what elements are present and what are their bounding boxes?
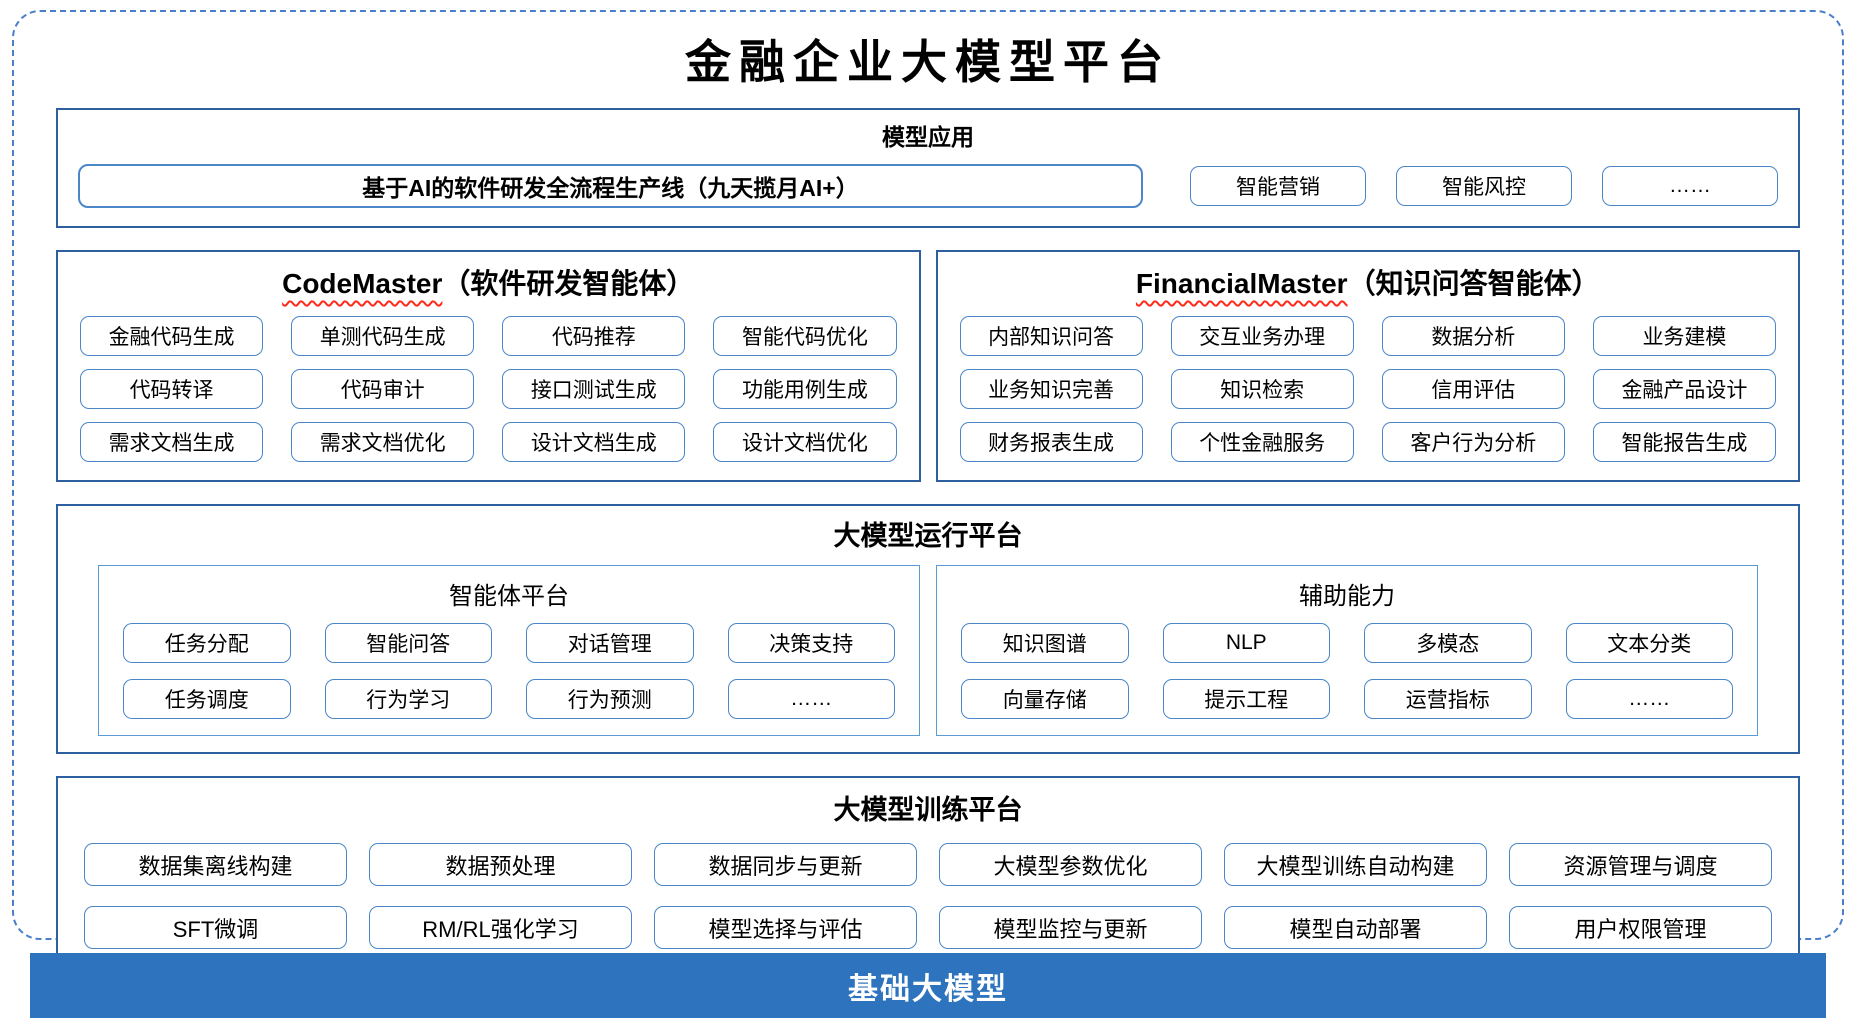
capability-block: 设计文档优化 xyxy=(713,422,897,462)
section-model-applications: 模型应用 基于AI的软件研发全流程生产线（九天揽月AI+） 智能营销智能风控 …… xyxy=(56,108,1800,228)
capability-block: 数据预处理 xyxy=(369,843,632,886)
capability-block: 数据集离线构建 xyxy=(84,843,347,886)
capability-block: 向量存储 xyxy=(961,679,1129,719)
runtime-inner-row: 智能体平台 任务分配智能问答对话管理决策支持任务调度行为学习行为预测 …… 辅助能… xyxy=(78,565,1778,736)
capability-block: 文本分类 xyxy=(1565,623,1733,663)
capability-block: 金融产品设计 xyxy=(1592,369,1776,409)
capability-block: 需求文档优化 xyxy=(291,422,475,462)
model-applications-row: 基于AI的软件研发全流程生产线（九天揽月AI+） 智能营销智能风控 …… xyxy=(78,164,1778,208)
agent-platform-grid: 任务分配智能问答对话管理决策支持任务调度行为学习行为预测 …… xyxy=(115,623,903,719)
agents-row: CodeMaster（软件研发智能体） 金融代码生成单测代码生成代码推荐智能代码… xyxy=(56,250,1800,482)
codemaster-name-en: CodeMaster xyxy=(282,268,443,299)
capability-block: 模型选择与评估 xyxy=(654,906,917,949)
section-training-platform: 大模型训练平台 数据集离线构建数据预处理数据同步与更新大模型参数优化大模型训练自… xyxy=(56,776,1800,971)
model-applications-title: 模型应用 xyxy=(882,124,974,150)
capability-block: 客户行为分析 xyxy=(1381,422,1565,462)
codemaster-capability-grid: 金融代码生成单测代码生成代码推荐智能代码优化代码转译代码审计接口测试生成功能用例… xyxy=(76,316,901,462)
codemaster-name-zh: （软件研发智能体） xyxy=(442,268,695,299)
aux-capabilities-grid: 知识图谱 NLP 多模态文本分类向量存储提示工程运营指标 …… xyxy=(953,623,1741,719)
capability-block: 单测代码生成 xyxy=(291,316,475,356)
financialmaster-title: FinancialMaster（知识问答智能体） xyxy=(956,262,1781,302)
financialmaster-box: FinancialMaster（知识问答智能体） 内部知识问答交互业务办理数据分… xyxy=(935,250,1800,482)
capability-block: 决策支持 xyxy=(727,623,895,663)
application-block: 智能风控 xyxy=(1396,166,1572,206)
capability-block: 对话管理 xyxy=(526,623,694,663)
capability-block: 智能代码优化 xyxy=(713,316,897,356)
base-model-label: 基础大模型 xyxy=(848,972,1008,1006)
capability-block: 知识图谱 xyxy=(961,623,1129,663)
capability-block: 业务建模 xyxy=(1592,316,1776,356)
codemaster-title: CodeMaster（软件研发智能体） xyxy=(76,262,901,302)
capability-block: 多模态 xyxy=(1364,623,1532,663)
capability-block: 大模型参数优化 xyxy=(939,843,1202,886)
ai-software-pipeline-block: 基于AI的软件研发全流程生产线（九天揽月AI+） xyxy=(78,164,1143,208)
capability-block: 内部知识问答 xyxy=(959,316,1143,356)
training-capability-grid: 数据集离线构建数据预处理数据同步与更新大模型参数优化大模型训练自动构建资源管理与… xyxy=(84,843,1772,949)
capability-block: 业务知识完善 xyxy=(959,369,1143,409)
capability-block: 交互业务办理 xyxy=(1170,316,1354,356)
capability-block: 需求文档生成 xyxy=(80,422,264,462)
capability-block: 模型自动部署 xyxy=(1224,906,1487,949)
application-block: 智能营销 xyxy=(1190,166,1366,206)
platform-dashed-container: 金融企业大模型平台 模型应用 基于AI的软件研发全流程生产线（九天揽月AI+） … xyxy=(12,10,1844,971)
runtime-platform-title: 大模型运行平台 xyxy=(833,521,1023,551)
capability-block: 用户权限管理 xyxy=(1509,906,1772,949)
capability-block: 模型监控与更新 xyxy=(939,906,1202,949)
agent-platform-box: 智能体平台 任务分配智能问答对话管理决策支持任务调度行为学习行为预测 …… xyxy=(98,565,920,736)
capability-block: 运营指标 xyxy=(1364,679,1532,719)
capability-block: 大模型训练自动构建 xyxy=(1224,843,1487,886)
page-title: 金融企业大模型平台 xyxy=(685,35,1171,89)
capability-block: 设计文档生成 xyxy=(502,422,686,462)
capability-block: 财务报表生成 xyxy=(959,422,1143,462)
capability-block: 代码推荐 xyxy=(502,316,686,356)
capability-block: RM/RL强化学习 xyxy=(369,906,632,949)
capability-block: 任务分配 xyxy=(123,623,291,663)
codemaster-box: CodeMaster（软件研发智能体） 金融代码生成单测代码生成代码推荐智能代码… xyxy=(56,250,921,482)
capability-block: 数据同步与更新 xyxy=(654,843,917,886)
training-platform-title: 大模型训练平台 xyxy=(833,795,1023,825)
capability-block: 代码转译 xyxy=(80,369,264,409)
capability-block: 接口测试生成 xyxy=(502,369,686,409)
capability-block: 资源管理与调度 xyxy=(1509,843,1772,886)
capability-block: 金融代码生成 xyxy=(80,316,264,356)
capability-block: 智能问答 xyxy=(324,623,492,663)
aux-capabilities-box: 辅助能力 知识图谱 NLP 多模态文本分类向量存储提示工程运营指标 …… xyxy=(936,565,1758,736)
capability-block: …… xyxy=(727,679,895,719)
capability-block: 行为预测 xyxy=(526,679,694,719)
aux-capabilities-title: 辅助能力 xyxy=(1299,583,1395,610)
financialmaster-capability-grid: 内部知识问答交互业务办理数据分析业务建模业务知识完善知识检索信用评估金融产品设计… xyxy=(956,316,1781,462)
application-block: …… xyxy=(1602,166,1778,206)
capability-block: 代码审计 xyxy=(291,369,475,409)
capability-block: 功能用例生成 xyxy=(713,369,897,409)
capability-block: SFT微调 xyxy=(84,906,347,949)
financialmaster-name-en: FinancialMaster xyxy=(1135,268,1348,299)
capability-block: 个性金融服务 xyxy=(1170,422,1354,462)
capability-block: …… xyxy=(1565,679,1733,719)
capability-block: NLP xyxy=(1162,623,1330,663)
capability-block: 信用评估 xyxy=(1381,369,1565,409)
capability-block: 提示工程 xyxy=(1162,679,1330,719)
capability-block: 智能报告生成 xyxy=(1592,422,1776,462)
model-applications-list: 智能营销智能风控 …… xyxy=(1190,166,1778,206)
capability-block: 行为学习 xyxy=(324,679,492,719)
financialmaster-name-zh: （知识问答智能体） xyxy=(1347,268,1600,299)
agent-platform-title: 智能体平台 xyxy=(449,583,569,610)
base-model-bar: 基础大模型 xyxy=(30,953,1826,1018)
capability-block: 知识检索 xyxy=(1170,369,1354,409)
capability-block: 任务调度 xyxy=(123,679,291,719)
section-runtime-platform: 大模型运行平台 智能体平台 任务分配智能问答对话管理决策支持任务调度行为学习行为… xyxy=(56,504,1800,754)
capability-block: 数据分析 xyxy=(1381,316,1565,356)
